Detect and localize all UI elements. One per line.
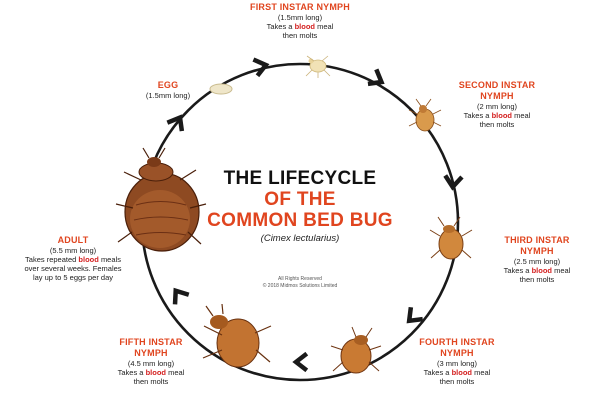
copyright-line-1: All Rights Reserved bbox=[278, 276, 322, 282]
stage-egg-label: EGG (1.5mm long) bbox=[138, 80, 198, 100]
third-instar-nymph-image bbox=[429, 216, 473, 260]
stage-title: NYMPH bbox=[480, 90, 514, 101]
egg-image bbox=[209, 83, 233, 95]
stage-size: (5.5 mm long) bbox=[49, 245, 97, 255]
stage-fifth-instar-label: FIFTH INSTAR NYMPH (4.5 mm long) Takes a… bbox=[96, 337, 206, 386]
stage-adult-label: ADULT (5.5 mm long) Takes repeated blood… bbox=[12, 235, 134, 282]
stage-fourth-instar-label: FOURTH INSTAR NYMPH (3 mm long) Takes a … bbox=[402, 337, 512, 386]
stage-description: then molts bbox=[133, 376, 169, 386]
second-instar-nymph-image bbox=[408, 98, 442, 132]
stage-title: THIRD INSTAR bbox=[504, 235, 570, 245]
stage-description: then molts bbox=[479, 119, 515, 129]
stage-size: (2.5 mm long) bbox=[513, 256, 561, 266]
scientific-name: (Cimex lectularius) bbox=[260, 233, 340, 244]
stage-title: NYMPH bbox=[440, 347, 474, 358]
stage-third-instar-label: THIRD INSTAR NYMPH (2.5 mm long) Takes a… bbox=[482, 235, 592, 284]
arrow-chevron-icon bbox=[367, 68, 385, 87]
stage-size: (1.5mm long) bbox=[145, 90, 191, 100]
stage-description: Takes a blood meal bbox=[423, 367, 491, 377]
title-line-1: THE LIFECYCLE bbox=[223, 168, 377, 189]
arrow-chevron-icon bbox=[252, 57, 270, 78]
stage-size: (4.5 mm long) bbox=[127, 358, 175, 368]
stage-title: SECOND INSTAR bbox=[458, 80, 536, 90]
stage-description: Takes a blood meal bbox=[117, 367, 185, 377]
stage-description: then molts bbox=[282, 30, 318, 40]
arrow-chevron-icon bbox=[292, 351, 309, 373]
stage-description: Takes a blood meal bbox=[266, 21, 334, 31]
stage-description: over several weeks. Females bbox=[24, 263, 122, 273]
stage-first-instar-label: FIRST INSTAR NYMPH (1.5mm long) Takes a … bbox=[238, 2, 362, 40]
stage-title: EGG bbox=[157, 80, 179, 90]
arrow-chevron-icon bbox=[172, 287, 190, 305]
arrow-chevron-icon bbox=[406, 307, 423, 324]
title-line-3: COMMON BED BUG bbox=[207, 210, 393, 231]
stage-second-instar-label: SECOND INSTAR NYMPH (2 mm long) Takes a … bbox=[442, 80, 552, 129]
arrow-chevron-icon bbox=[166, 114, 185, 132]
arrow-chevron-icon bbox=[443, 174, 464, 191]
stage-title: ADULT bbox=[57, 235, 89, 245]
stage-size: (3 mm long) bbox=[436, 358, 477, 368]
copyright-line-2: © 2018 Midmos Solutions Limited bbox=[262, 282, 338, 289]
fifth-instar-nymph-image bbox=[202, 303, 272, 368]
stage-description: Takes a blood meal bbox=[503, 265, 571, 275]
stage-description: Takes repeated blood meals bbox=[25, 254, 121, 264]
stage-size: (1.5mm long) bbox=[277, 12, 323, 22]
first-instar-nymph-image bbox=[305, 55, 331, 78]
adult-bed-bug-image bbox=[115, 147, 207, 252]
copyright-notice: All Rights Reserved © 2018 Midmos Soluti… bbox=[250, 276, 350, 290]
fourth-instar-nymph-image bbox=[330, 326, 382, 374]
stage-description: then molts bbox=[439, 376, 475, 386]
diagram-title: THE LIFECYCLE OF THE COMMON BED BUG (Cim… bbox=[200, 168, 400, 244]
stage-size: (2 mm long) bbox=[476, 101, 517, 111]
stage-title: NYMPH bbox=[134, 347, 168, 358]
stage-description: Takes a blood meal bbox=[463, 110, 531, 120]
title-line-2: OF THE bbox=[264, 189, 336, 210]
stage-title: FOURTH INSTAR bbox=[419, 337, 495, 347]
stage-title: FIFTH INSTAR bbox=[119, 337, 183, 347]
stage-description: lay up to 5 eggs per day bbox=[32, 272, 114, 282]
stage-description: then molts bbox=[519, 274, 555, 284]
stage-title: FIRST INSTAR NYMPH bbox=[250, 2, 350, 12]
stage-title: NYMPH bbox=[520, 245, 554, 256]
